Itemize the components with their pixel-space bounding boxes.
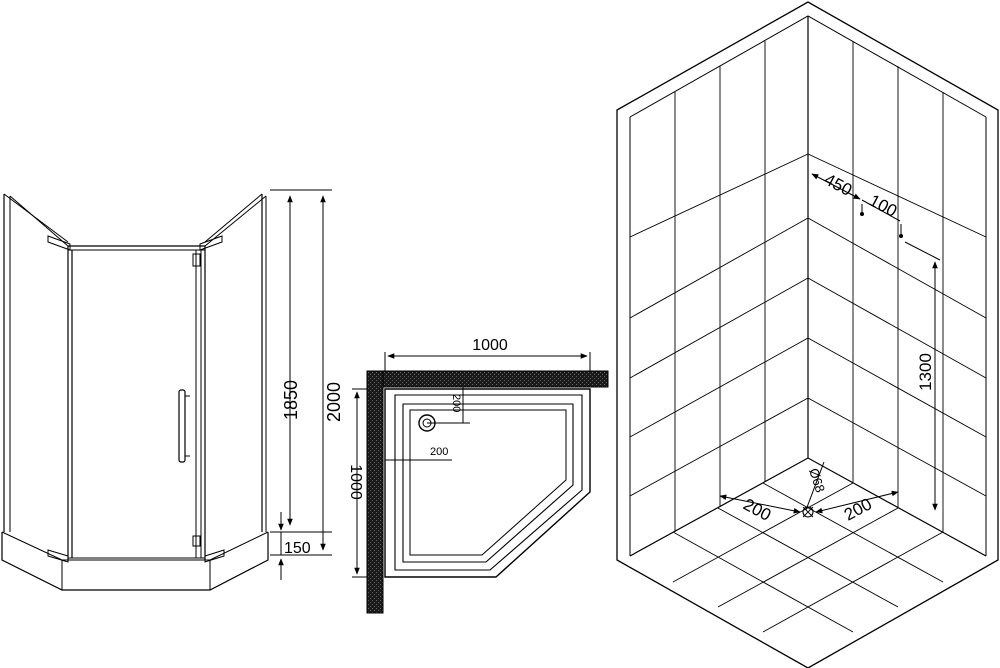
wall-top-hatch [366, 370, 609, 388]
right-wall-tiles [807, 41, 987, 532]
wall-left-hatch [366, 370, 384, 614]
floor-drain: Ø68 [802, 461, 828, 518]
dimension-tray-width: 1000 [384, 337, 591, 372]
door-handle [178, 389, 190, 463]
dimension-label-width: 1000 [472, 337, 508, 354]
dimension-label-150: 150 [284, 540, 311, 557]
dimension-tray-depth: 1000 [347, 388, 367, 578]
dimension-label-2000: 2000 [324, 382, 344, 422]
dimension-label-drain-top: 200 [450, 394, 462, 412]
room-corner-view: 450 100 1300 Ø68 200 200 [616, 1, 999, 668]
right-side-panel [204, 193, 267, 532]
front-frame [67, 245, 206, 560]
dimension-label-drain-left: 200 [430, 446, 448, 458]
dimension-total-height: 2000 [320, 195, 344, 551]
dimension-valve-offset: 450 100 [811, 170, 901, 222]
dimension-label-1850: 1850 [281, 380, 301, 420]
dimension-label-100: 100 [866, 191, 900, 221]
dimension-base-height: 150 [278, 512, 311, 580]
tray-base [1, 531, 269, 591]
dimension-label-depth: 1000 [347, 464, 364, 500]
left-side-panel [3, 193, 69, 532]
dimension-label-450: 450 [821, 170, 855, 200]
dimension-door-height: 1850 [281, 195, 301, 526]
dimension-label-drain-left: 200 [740, 495, 774, 525]
dimension-label-drain-diameter: Ø68 [806, 466, 828, 494]
tray-plan-view: 200 200 1000 1000 [347, 337, 609, 614]
left-wall-tiles [629, 41, 809, 532]
dimension-valve-height: 1300 [904, 241, 941, 511]
dimension-label-1300: 1300 [916, 353, 935, 391]
enclosure-front-view: 1850 2000 150 [1, 189, 344, 591]
